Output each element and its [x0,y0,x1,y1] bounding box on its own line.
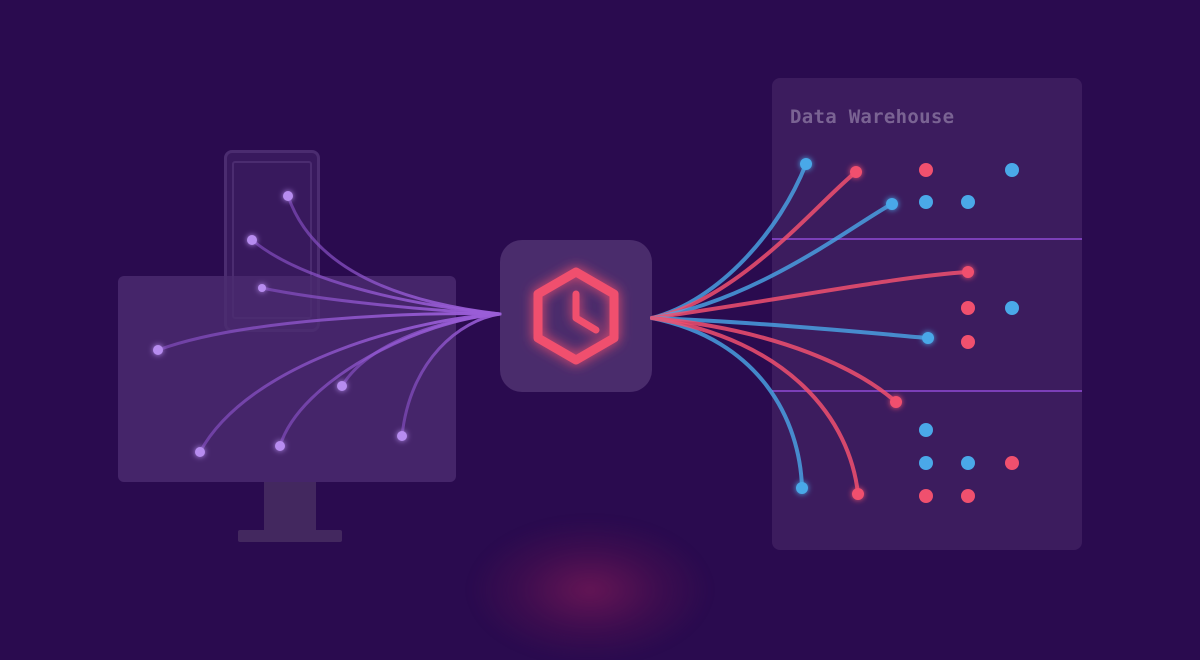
source-node [337,381,347,391]
blue-node [886,198,898,210]
blue-line [650,202,894,320]
source-line [400,312,502,438]
warehouse-divider [772,238,1082,240]
source-line [340,312,502,388]
red-node [890,396,902,408]
red-line [650,316,860,496]
blue-line [650,316,804,490]
data-dot [1005,163,1019,177]
data-warehouse-panel: Data Warehouse [772,78,1082,550]
phone-screen [232,161,312,319]
blue-line [650,316,930,340]
data-dot [1005,301,1019,315]
monitor-base [238,530,342,542]
data-dot [919,195,933,209]
warehouse-data-dots [919,163,1019,503]
source-nodes [153,191,407,457]
illustration: Data Warehouse [118,78,1082,660]
source-node [258,284,266,292]
red-line [650,170,858,320]
destination-lines [650,162,970,496]
blue-node [796,482,808,494]
source-node [283,191,293,201]
data-dot [961,456,975,470]
source-node [153,345,163,355]
destination-nodes [796,158,974,500]
blue-node [922,332,934,344]
data-flow-lines [153,158,1019,503]
red-node [852,488,864,500]
mobile-phone-icon [224,150,320,332]
monitor-stand [264,482,316,530]
red-line [650,316,898,404]
red-node [962,266,974,278]
data-dot [919,163,933,177]
data-dot [961,489,975,503]
warehouse-divider [772,390,1082,392]
source-node [275,441,285,451]
warehouse-title: Data Warehouse [790,106,955,128]
data-dot [919,489,933,503]
red-node [850,166,862,178]
source-lines [156,194,502,454]
desktop-monitor-icon [118,276,456,482]
data-dot [919,456,933,470]
hexagon-pie-logo-icon [533,267,619,365]
data-dot [961,301,975,315]
data-dot [919,423,933,437]
source-node [397,431,407,441]
source-node [195,447,205,457]
source-line [250,238,502,316]
source-node [247,235,257,245]
data-dot [961,195,975,209]
data-dot [1005,456,1019,470]
source-line [156,312,502,352]
blue-node [800,158,812,170]
data-dot [961,335,975,349]
red-line [650,270,970,320]
